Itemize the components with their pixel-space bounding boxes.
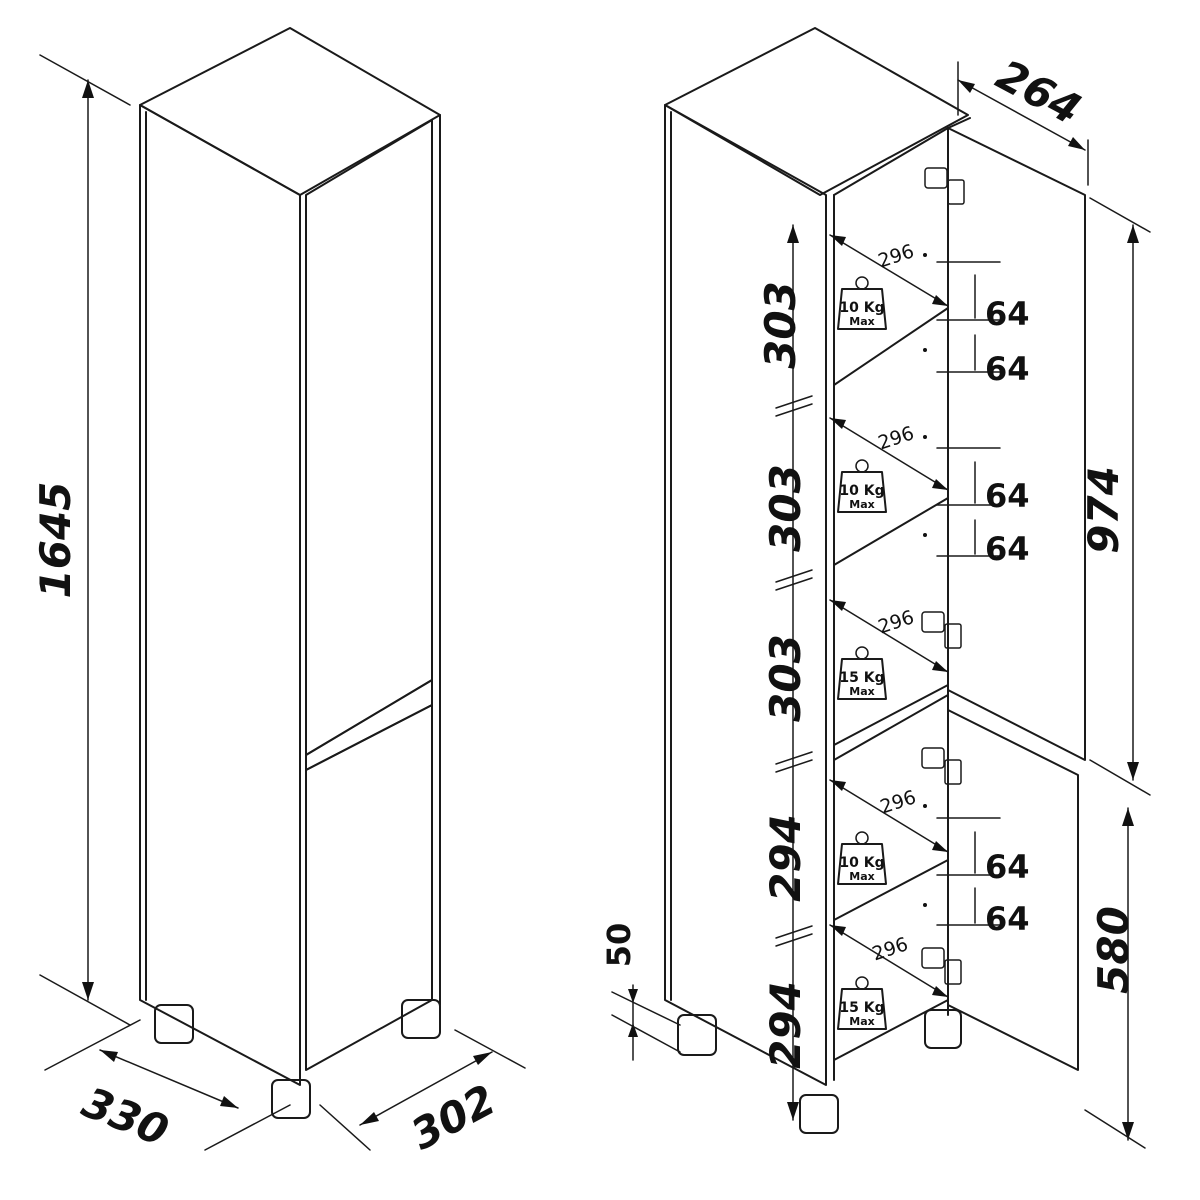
svg-text:Max: Max (849, 870, 874, 883)
dim-leg-height: 50 (600, 923, 638, 968)
break-marks (775, 395, 813, 947)
open-cabinet-top (664, 27, 969, 196)
shelf-1 (833, 307, 949, 386)
cabinet-top-face (139, 27, 441, 196)
shelf-4 (833, 859, 949, 921)
svg-text:10 Kg: 10 Kg (839, 855, 884, 871)
upper-door (305, 119, 433, 756)
weight-10kg-icon: 10 Kg Max (837, 459, 887, 513)
shelf-pin-holes (923, 253, 927, 907)
weight-15kg-icon: 15 Kg Max (837, 646, 887, 700)
svg-text:Max: Max (849, 1015, 874, 1028)
weight-15kg-icon: 15 Kg Max (837, 976, 887, 1030)
hole-spacing-dims (936, 261, 1001, 926)
dim-compartment-1: 303 (756, 281, 805, 369)
dim-shelf-depth-1: 296 (876, 240, 917, 272)
dim-compartment-4: 294 (761, 814, 810, 902)
open-leg-3 (924, 1009, 962, 1049)
svg-text:15 Kg: 15 Kg (839, 670, 884, 686)
open-cabinet-view: 303 303 303 294 294 296 296 296 296 296 (600, 27, 1151, 1149)
dim-lower-door: 580 (1089, 906, 1138, 994)
dim-shelf-depth-4: 296 (878, 786, 919, 818)
open-leg-2 (799, 1094, 839, 1134)
dim-compartment-3: 303 (761, 634, 810, 722)
shelf-2 (833, 497, 949, 566)
dim-hole-4: 64 (985, 530, 1030, 568)
svg-text:15 Kg: 15 Kg (839, 1000, 884, 1016)
lower-door-open (947, 709, 1079, 1071)
svg-text:10 Kg: 10 Kg (839, 483, 884, 499)
svg-text:Max: Max (849, 498, 874, 511)
dim-width: 302 (403, 1075, 503, 1159)
dim-shelf-depth-5: 296 (870, 933, 911, 965)
closed-cabinet-view: 1645 330 302 (31, 27, 526, 1159)
leg-front-right (271, 1079, 311, 1119)
dim-compartment-2: 303 (761, 464, 810, 552)
dim-total-height: 1645 (31, 482, 80, 599)
hinge-icon (921, 167, 965, 985)
open-cabinet-side (664, 104, 827, 1086)
dim-shelf-depth-3: 296 (876, 606, 917, 638)
dim-hole-3: 64 (985, 477, 1030, 515)
dim-compartment-5: 294 (761, 981, 810, 1069)
weight-10kg-icon: 10 Kg Max (837, 276, 887, 330)
dim-hole-2: 64 (985, 350, 1030, 388)
dim-upper-door: 974 (1079, 466, 1128, 554)
svg-text:Max: Max (849, 685, 874, 698)
open-leg-1 (677, 1014, 717, 1056)
upper-door-open (947, 127, 1086, 761)
dim-hole-5: 64 (985, 848, 1030, 886)
leg-back-right (401, 999, 441, 1039)
svg-text:10 Kg: 10 Kg (839, 300, 884, 316)
dim-hole-6: 64 (985, 900, 1030, 938)
leg-front-left (154, 1004, 194, 1044)
dim-hole-1: 64 (985, 295, 1030, 333)
shelf-depth-dims (829, 234, 949, 998)
dim-depth: 330 (76, 1077, 176, 1155)
dim-shelf-depth-2: 296 (876, 422, 917, 454)
weight-10kg-icon: 10 Kg Max (837, 831, 887, 885)
shelf-fixed (833, 684, 949, 746)
svg-text:Max: Max (849, 315, 874, 328)
dim-inner-depth: 264 (989, 50, 1089, 134)
cabinet-side-panel (139, 104, 301, 1086)
